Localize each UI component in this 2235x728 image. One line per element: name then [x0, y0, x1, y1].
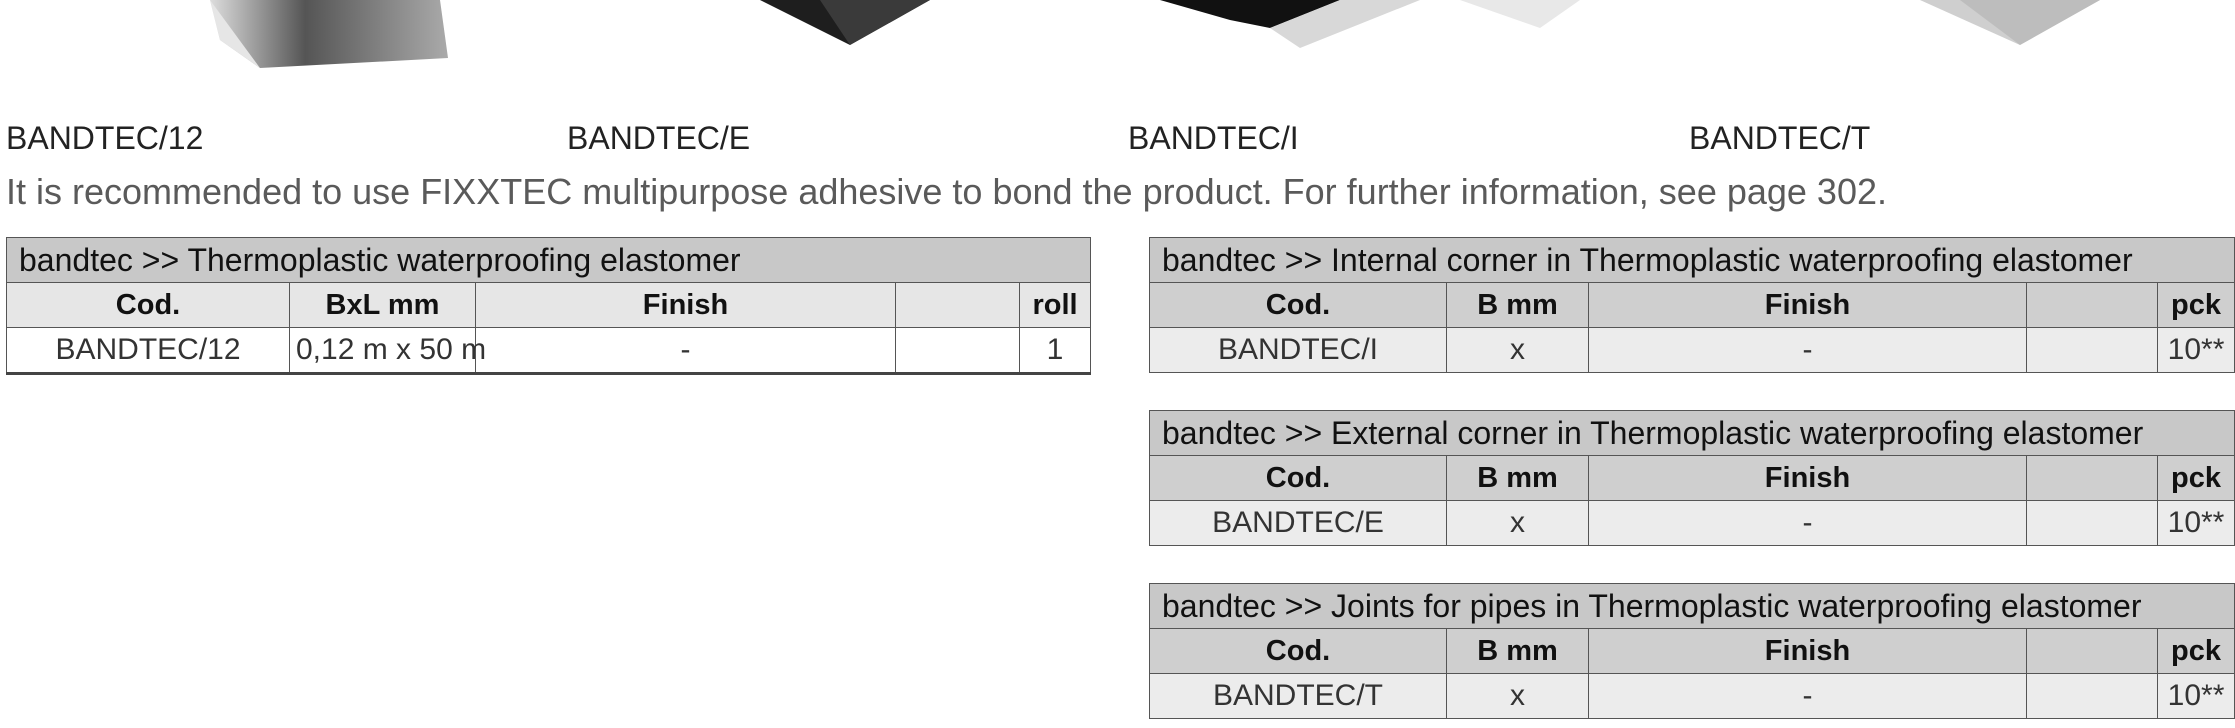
table-cell: -	[1588, 673, 2027, 719]
table-cell: BANDTEC/E	[1149, 500, 1447, 546]
column-header: pck	[2156, 455, 2235, 501]
column-header: B mm	[1446, 455, 1589, 501]
spec-table-pipe-joints: bandtec >> Joints for pipes in Thermopla…	[1148, 583, 2235, 719]
column-header: Finish	[475, 282, 896, 328]
table-cell: 0,12 m x 50 m	[289, 327, 486, 375]
product-image-bandtec-i	[1160, 0, 1580, 48]
table-cell: BANDTEC/I	[1149, 327, 1447, 373]
table-cell: -	[475, 327, 896, 375]
table-cell: x	[1446, 327, 1589, 373]
column-header: Cod.	[6, 282, 290, 328]
spec-table-external-corner: bandtec >> External corner in Thermoplas…	[1148, 410, 2235, 546]
table-cell: x	[1446, 500, 1589, 546]
column-header: Cod.	[1149, 628, 1447, 674]
table-cell: 10**	[2156, 327, 2235, 373]
table-cell: BANDTEC/12	[6, 327, 290, 375]
table-title: bandtec >> Thermoplastic waterproofing e…	[5, 237, 1092, 283]
product-image-bandtec-12	[210, 0, 448, 68]
column-header: B mm	[1446, 282, 1589, 328]
product-image-bandtec-e	[760, 0, 930, 45]
spec-table-thermoplastic: bandtec >> Thermoplastic waterproofing e…	[5, 237, 1092, 375]
table-cell	[2026, 500, 2158, 546]
column-header: B mm	[1446, 628, 1589, 674]
table-row: BANDTEC/T x - 10**	[1149, 673, 2235, 719]
table-cell	[2026, 673, 2158, 719]
table-cell: x	[1446, 673, 1589, 719]
table-cell: 10**	[2156, 500, 2235, 546]
column-header: Cod.	[1149, 282, 1447, 328]
product-caption: BANDTEC/T	[1689, 120, 1871, 156]
column-header: pck	[2156, 282, 2235, 328]
table-cell: BANDTEC/T	[1149, 673, 1447, 719]
table-cell: 10**	[2156, 673, 2235, 719]
column-header: BxL mm	[289, 282, 476, 328]
column-header: Cod.	[1149, 455, 1447, 501]
table-cell: -	[1588, 327, 2027, 373]
product-caption: BANDTEC/E	[567, 120, 751, 156]
table-title: bandtec >> External corner in Thermoplas…	[1148, 410, 2235, 456]
adhesive-note: It is recommended to use FIXXTEC multipu…	[6, 171, 1887, 212]
column-header: Finish	[1588, 628, 2027, 674]
table-cell	[2026, 327, 2158, 373]
table-title: bandtec >> Internal corner in Thermoplas…	[1148, 237, 2235, 283]
column-header: pck	[2156, 628, 2235, 674]
product-caption: BANDTEC/12	[6, 120, 204, 156]
table-cell	[895, 327, 1020, 375]
table-cell: -	[1588, 500, 2027, 546]
table-title: bandtec >> Joints for pipes in Thermopla…	[1148, 583, 2235, 629]
column-header: roll	[1018, 282, 1092, 328]
table-cell: 1	[1018, 327, 1092, 375]
column-header	[2026, 628, 2158, 674]
column-header: Finish	[1588, 282, 2027, 328]
table-row: BANDTEC/I x - 10**	[1149, 327, 2235, 373]
table-row: BANDTEC/E x - 10**	[1149, 500, 2235, 546]
table-row: BANDTEC/12 0,12 m x 50 m - 1	[6, 327, 1092, 375]
product-caption: BANDTEC/I	[1128, 120, 1299, 156]
product-image-bandtec-t	[1920, 0, 2100, 45]
spec-table-internal-corner: bandtec >> Internal corner in Thermoplas…	[1148, 237, 2235, 373]
column-header	[2026, 455, 2158, 501]
column-header	[895, 282, 1020, 328]
column-header	[2026, 282, 2158, 328]
column-header: Finish	[1588, 455, 2027, 501]
